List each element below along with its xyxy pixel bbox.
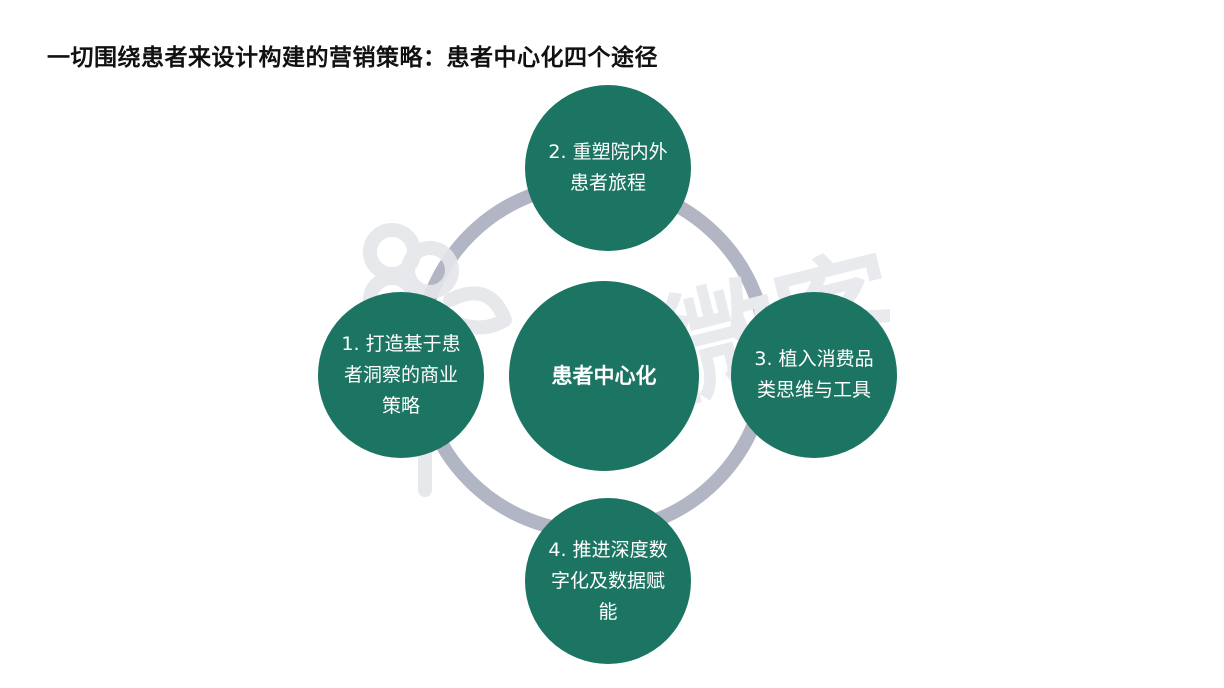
node-journey: 2. 重塑院内外患者旅程 [525, 85, 691, 251]
node-journey-label: 2. 重塑院内外患者旅程 [548, 141, 668, 194]
node-insight-strategy-label: 1. 打造基于患者洞察的商业策略 [341, 332, 461, 417]
watermark-circle-icon [363, 223, 421, 281]
slide-title: 一切围绕患者来设计构建的营销策略：患者中心化四个途径 [47, 45, 658, 71]
center-label: 患者中心化 [551, 364, 657, 388]
node-consumer-thinking-label: 3. 植入消费品类思维与工具 [754, 348, 874, 401]
node-digitalization-label: 4. 推进深度数字化及数据赋能 [548, 538, 668, 623]
node-consumer-thinking: 3. 植入消费品类思维与工具 [731, 292, 897, 458]
node-insight-strategy: 1. 打造基于患者洞察的商业策略 [318, 292, 484, 458]
node-center: 患者中心化 [509, 281, 699, 471]
node-digitalization: 4. 推进深度数字化及数据赋能 [525, 498, 691, 664]
